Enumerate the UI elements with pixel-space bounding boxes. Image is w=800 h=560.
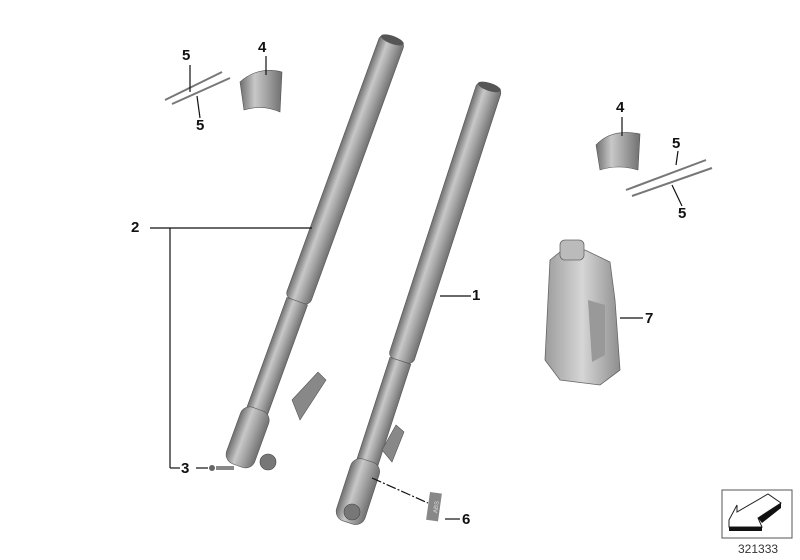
callout-fork-right: 1	[472, 287, 481, 304]
clamp-right[interactable]	[595, 132, 641, 171]
arrow-down-left-icon[interactable]	[721, 489, 793, 539]
callout-oil-bottle: 7	[645, 310, 654, 327]
callout-clamp-left: 4	[258, 39, 267, 56]
cable-ties-left[interactable]	[164, 71, 231, 105]
document-number: 321333	[738, 542, 779, 556]
oil-bottle[interactable]	[544, 239, 621, 386]
callout-abs-sticker: 6	[462, 511, 471, 528]
callout-cable-tie-left-top: 5	[182, 47, 191, 64]
fork-leg-left[interactable]	[223, 31, 407, 471]
screw[interactable]	[209, 465, 234, 471]
svg-text:ABS: ABS	[433, 501, 441, 514]
callout-cable-tie-left-bottom: 5	[196, 117, 205, 134]
leader-lines	[150, 56, 683, 520]
fork-leg-right[interactable]	[334, 78, 505, 527]
abs-sticker[interactable]: ABS	[426, 492, 442, 522]
callout-clamp-right: 4	[616, 99, 625, 116]
callout-screw: 3	[181, 460, 190, 477]
clamp-left[interactable]	[239, 70, 283, 113]
callout-cable-tie-right-top: 5	[672, 135, 681, 152]
cable-ties-right[interactable]	[625, 159, 713, 197]
callout-fork-left: 2	[131, 219, 140, 236]
callout-cable-tie-right-bottom: 5	[678, 205, 687, 222]
